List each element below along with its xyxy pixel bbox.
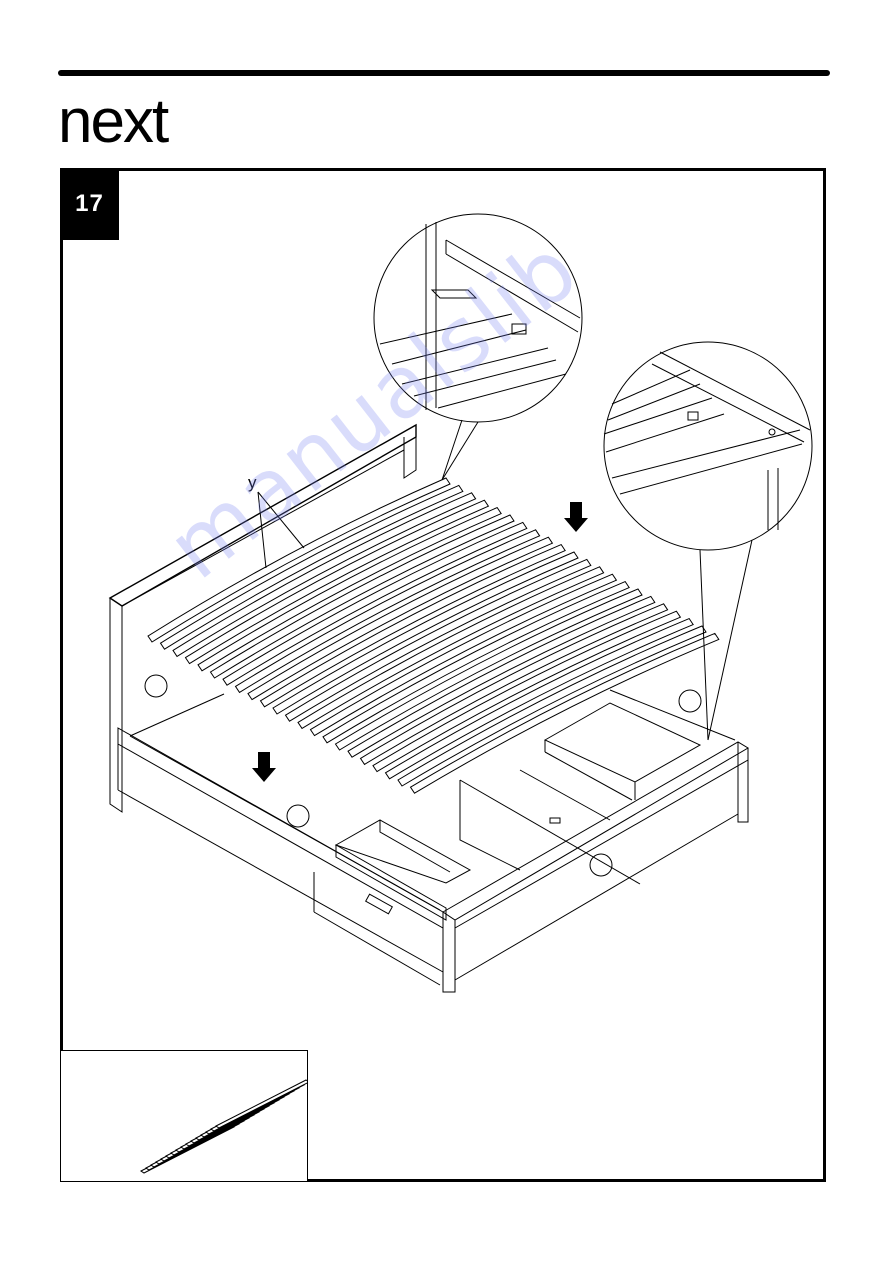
brand-logo: next xyxy=(58,92,222,150)
assembly-illustration: y xyxy=(63,171,823,1051)
detail-magnifier-left xyxy=(374,214,582,480)
bed-slat xyxy=(348,596,655,757)
parts-box xyxy=(60,1050,308,1182)
bed-slat xyxy=(361,604,668,765)
header-rule xyxy=(58,70,830,76)
bed-slat xyxy=(223,522,527,685)
bed-slat xyxy=(173,493,476,657)
detail-magnifier-right xyxy=(604,342,812,740)
bed-slat xyxy=(186,500,489,663)
callout-label-y: y xyxy=(248,473,257,492)
bed-slat xyxy=(273,552,578,714)
bed-slat xyxy=(298,567,604,729)
bed-slat xyxy=(336,589,643,750)
bed-slat xyxy=(398,626,706,786)
svg-text:next: next xyxy=(58,92,169,150)
bed-slat xyxy=(248,537,552,699)
bed-slats xyxy=(148,478,719,793)
bed-slat xyxy=(411,633,719,793)
bed-slat xyxy=(286,559,591,721)
slat-bundle-icon xyxy=(61,1051,307,1181)
bed-slat xyxy=(198,508,501,671)
bed-slat xyxy=(148,478,450,642)
bed-slat xyxy=(236,530,540,693)
bed-slat xyxy=(311,574,617,735)
bed-slat xyxy=(261,545,566,707)
bed-slat xyxy=(211,515,515,678)
bed-slat xyxy=(386,619,694,779)
bed-slat xyxy=(373,611,680,771)
bundle-slat xyxy=(216,1080,307,1128)
bed-slat xyxy=(161,485,463,649)
